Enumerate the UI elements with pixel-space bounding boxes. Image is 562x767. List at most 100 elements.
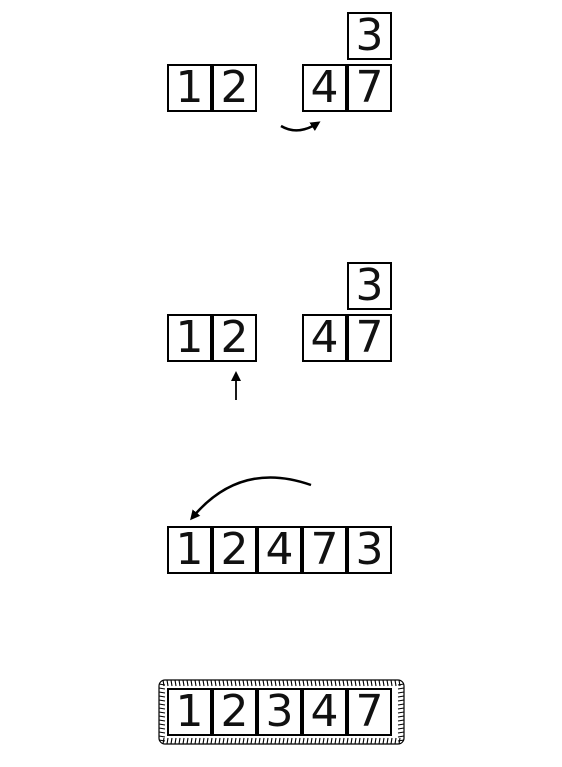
hatch-stroke — [398, 728, 404, 729]
move-arrow — [192, 477, 311, 518]
hatch-stroke — [391, 738, 392, 744]
hatch-stroke — [167, 738, 168, 744]
hatch-stroke — [303, 738, 304, 744]
hatch-stroke — [211, 680, 212, 686]
hatch-stroke — [219, 680, 220, 686]
hatch-stroke — [183, 738, 184, 744]
hatch-stroke — [398, 732, 404, 733]
hatch-stroke — [159, 720, 165, 721]
hatch-stroke — [159, 696, 165, 697]
hatch-stroke — [159, 724, 165, 725]
stacked-cell: 3 — [347, 262, 392, 310]
merged-row-cell: 7 — [302, 526, 347, 574]
hatch-stroke — [319, 738, 320, 744]
hatch-stroke — [159, 716, 165, 717]
hatch-stroke — [275, 738, 276, 744]
hatch-stroke — [335, 738, 336, 744]
hatch-stroke — [307, 680, 308, 686]
hatch-stroke — [159, 708, 165, 709]
hatch-stroke — [395, 680, 396, 686]
hatch-stroke — [295, 680, 296, 686]
hatch-stroke — [279, 738, 280, 744]
hatch-stroke — [347, 738, 348, 744]
hatch-stroke — [299, 680, 300, 686]
left-run-cell: 1 — [167, 314, 212, 362]
hatch-stroke — [398, 696, 404, 697]
hatch-stroke — [243, 738, 244, 744]
hatch-stroke — [159, 692, 165, 693]
hatch-stroke — [215, 680, 216, 686]
hatch-stroke — [171, 680, 172, 686]
hatch-stroke — [191, 738, 192, 744]
hatch-stroke — [351, 738, 352, 744]
hatch-stroke — [159, 736, 165, 737]
hatch-stroke — [299, 738, 300, 744]
hatch-stroke — [311, 738, 312, 744]
hatch-stroke — [287, 738, 288, 744]
merged-row-cell: 3 — [347, 526, 392, 574]
hatch-stroke — [255, 738, 256, 744]
hatch-stroke — [367, 738, 368, 744]
hatch-stroke — [251, 738, 252, 744]
hatch-stroke — [159, 700, 165, 701]
hatch-stroke — [398, 712, 404, 713]
sorted-row-cell: 7 — [347, 688, 392, 736]
hatch-stroke — [263, 738, 264, 744]
hatch-stroke — [267, 738, 268, 744]
merged-row-cell: 2 — [212, 526, 257, 574]
hatch-stroke — [363, 738, 364, 744]
hatch-stroke — [179, 738, 180, 744]
hatch-stroke — [207, 680, 208, 686]
hatch-stroke — [167, 680, 168, 686]
hatch-stroke — [215, 738, 216, 744]
hatch-stroke — [347, 680, 348, 686]
hatch-stroke — [211, 738, 212, 744]
sorted-row-cell: 4 — [302, 688, 347, 736]
hatch-stroke — [387, 738, 388, 744]
merged-row-cell: 4 — [257, 526, 302, 574]
hatch-stroke — [207, 738, 208, 744]
hatch-stroke — [343, 680, 344, 686]
sorted-row-cell: 2 — [212, 688, 257, 736]
hatch-stroke — [227, 738, 228, 744]
hatch-stroke — [323, 738, 324, 744]
hatch-stroke — [398, 700, 404, 701]
hatch-stroke — [223, 738, 224, 744]
hatch-stroke — [247, 738, 248, 744]
hatch-stroke — [175, 738, 176, 744]
hatch-stroke — [171, 738, 172, 744]
hatch-stroke — [187, 738, 188, 744]
hatch-stroke — [387, 680, 388, 686]
hatch-stroke — [159, 688, 165, 689]
merged-row-cell: 1 — [167, 526, 212, 574]
hatch-stroke — [263, 680, 264, 686]
hatch-stroke — [291, 738, 292, 744]
hatch-stroke — [339, 738, 340, 744]
hatch-stroke — [259, 738, 260, 744]
right-run-cell: 4 — [302, 314, 347, 362]
hatch-stroke — [383, 738, 384, 744]
hatch-stroke — [395, 738, 396, 744]
hatch-stroke — [391, 680, 392, 686]
hatch-stroke — [398, 688, 404, 689]
hatch-stroke — [259, 680, 260, 686]
right-run-cell: 7 — [347, 314, 392, 362]
hatch-stroke — [251, 680, 252, 686]
hatch-stroke — [203, 738, 204, 744]
hatch-stroke — [398, 716, 404, 717]
right-run-cell: 4 — [302, 64, 347, 112]
hatch-stroke — [339, 680, 340, 686]
hatch-stroke — [231, 738, 232, 744]
hatch-stroke — [398, 736, 404, 737]
stacked-cell: 3 — [347, 12, 392, 60]
hatch-stroke — [255, 680, 256, 686]
hatch-stroke — [379, 738, 380, 744]
right-run-cell: 7 — [347, 64, 392, 112]
hatch-stroke — [375, 738, 376, 744]
hatch-stroke — [307, 738, 308, 744]
hatch-stroke — [295, 738, 296, 744]
hatch-stroke — [195, 738, 196, 744]
hatch-stroke — [271, 738, 272, 744]
